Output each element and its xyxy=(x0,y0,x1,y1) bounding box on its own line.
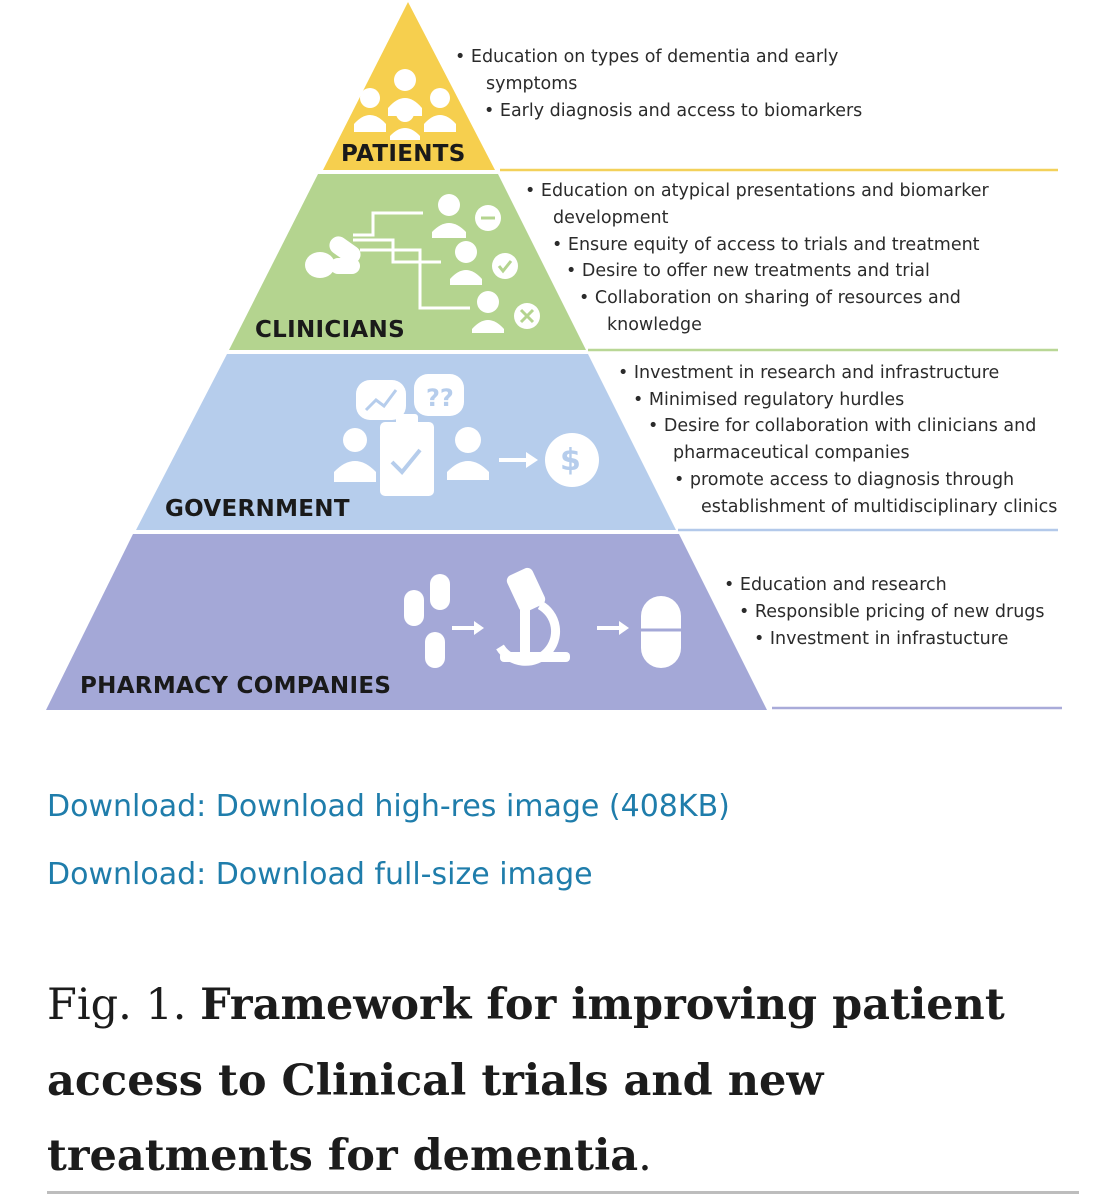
bullet-line: • Education on atypical presentations an… xyxy=(525,181,989,201)
bullet-line: • Ensure equity of access to trials and … xyxy=(552,235,980,255)
bullet-line: • Investment in infrastucture xyxy=(754,629,1008,649)
download-full-size-link[interactable]: Download: Download full-size image xyxy=(47,857,593,892)
bullet-line: • Desire to offer new treatments and tri… xyxy=(566,261,930,281)
bullet-line: • Education and research xyxy=(724,575,947,595)
caption-title: Framework for improving patient access t… xyxy=(47,980,1005,1182)
download-links: Download: Download high-res image (408KB… xyxy=(47,790,730,892)
pills-flow-decision-icon xyxy=(305,194,540,333)
pharmacy-bullet-list: • Education and research • Responsible p… xyxy=(724,575,1045,649)
tier-label-government: GOVERNMENT xyxy=(165,496,350,522)
bullet-line: development xyxy=(553,208,669,228)
bullet-line: • Early diagnosis and access to biomarke… xyxy=(484,101,862,121)
figure-caption: Fig. 1. Framework for improving patient … xyxy=(47,968,1057,1195)
bullet-line: knowledge xyxy=(607,315,702,335)
people-group-icon xyxy=(354,69,456,140)
bullet-line: • Education on types of dementia and ear… xyxy=(455,47,838,67)
government-bullet-list: • Investment in research and infrastruct… xyxy=(618,363,1057,517)
download-high-res-link[interactable]: Download: Download high-res image (408KB… xyxy=(47,789,730,824)
drug-research-icon xyxy=(404,567,681,668)
funding-policy-icon: ?? $ xyxy=(334,374,599,496)
bullet-line: establishment of multidisciplinary clini… xyxy=(701,497,1057,517)
bullet-line: symptoms xyxy=(486,74,577,94)
bullet-line: pharmaceutical companies xyxy=(673,443,910,463)
bullet-line: • Desire for collaboration with clinicia… xyxy=(648,416,1036,436)
svg-text:$: $ xyxy=(560,443,581,478)
bullet-line: • promote access to diagnosis through xyxy=(674,470,1014,490)
tier-label-pharmacy: PHARMACY COMPANIES xyxy=(80,673,391,699)
clinicians-bullet-list: • Education on atypical presentations an… xyxy=(525,181,989,335)
bullet-line: • Minimised regulatory hurdles xyxy=(633,390,904,410)
tier-label-clinicians: CLINICIANS xyxy=(255,317,405,343)
bullet-line: • Responsible pricing of new drugs xyxy=(739,602,1045,622)
caption-prefix: Fig. 1. xyxy=(47,980,187,1030)
tier-label-patients: PATIENTS xyxy=(341,141,466,167)
patients-bullet-list: • Education on types of dementia and ear… xyxy=(455,47,862,121)
bullet-line: • Investment in research and infrastruct… xyxy=(618,363,999,383)
section-divider xyxy=(47,1191,1079,1194)
bullet-line: • Collaboration on sharing of resources … xyxy=(579,288,961,308)
caption-suffix: . xyxy=(638,1131,652,1182)
pyramid-figure: PATIENTS CLINICIANS xyxy=(46,2,1062,710)
svg-text:??: ?? xyxy=(426,384,454,412)
